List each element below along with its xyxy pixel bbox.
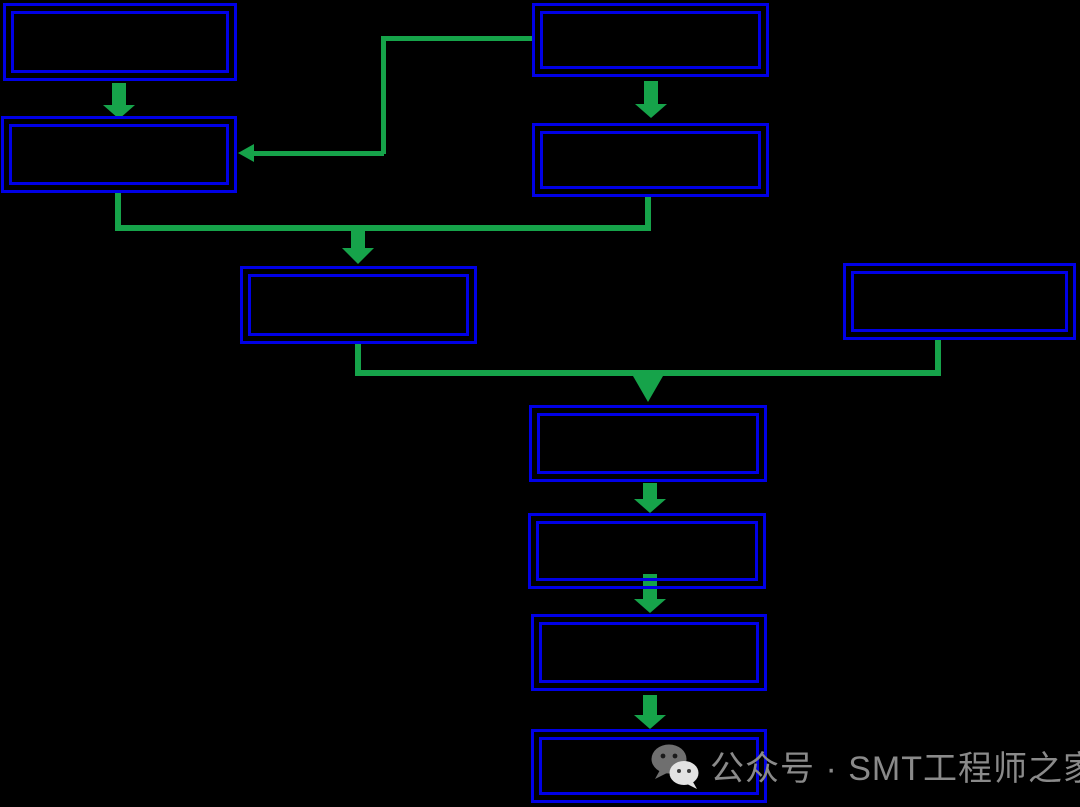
arrow-shaft [643,483,657,499]
line-segment [252,151,384,156]
arrow-head-down-icon [633,376,663,402]
arrow-head-left-icon [238,144,254,162]
line-segment [384,36,532,41]
line-segment [115,225,651,231]
flow-box-center-row2 [532,123,769,197]
flow-box-top-center [532,3,769,77]
arrow-head-down-icon [634,599,666,613]
flow-box-label [540,416,756,471]
line-segment [355,343,361,373]
flow-box-right [843,263,1076,340]
watermark: 公众号 · SMT工程师之家 [650,740,1080,790]
arrow-shaft [644,81,658,104]
arrow-shaft [351,231,365,248]
arrow-head-down-icon [634,499,666,513]
line-segment [115,193,121,231]
flow-box-chain-4 [531,729,767,803]
arrow-head-down-icon [634,715,666,729]
flow-box-label [543,14,758,66]
flow-box-label [14,14,226,70]
flow-box-chain-3 [531,614,767,691]
arrow-head-down-icon [103,105,135,119]
arrow-shaft [112,83,126,105]
flow-box-label [854,274,1065,329]
flow-box-top-left [3,3,237,81]
wechat-icon [651,744,699,789]
flow-box-label [12,127,226,182]
line-segment [355,370,941,376]
watermark-text: 公众号 · SMT工程师之家 [710,749,1080,788]
flow-box-chain-2 [528,513,766,589]
flow-box-chain-1 [529,405,767,482]
flow-box-label [543,134,758,186]
line-segment [935,340,941,376]
flow-box-middle [240,266,477,344]
arrow-head-down-icon [635,104,667,118]
flow-box-label [251,277,466,333]
arrow-shaft [643,695,657,715]
flow-box-label [542,625,756,680]
flow-box-label [539,524,755,578]
flow-box-left-row2 [1,116,237,193]
arrow-head-down-icon [342,248,374,264]
line-segment [381,36,386,154]
line-segment [645,197,651,231]
